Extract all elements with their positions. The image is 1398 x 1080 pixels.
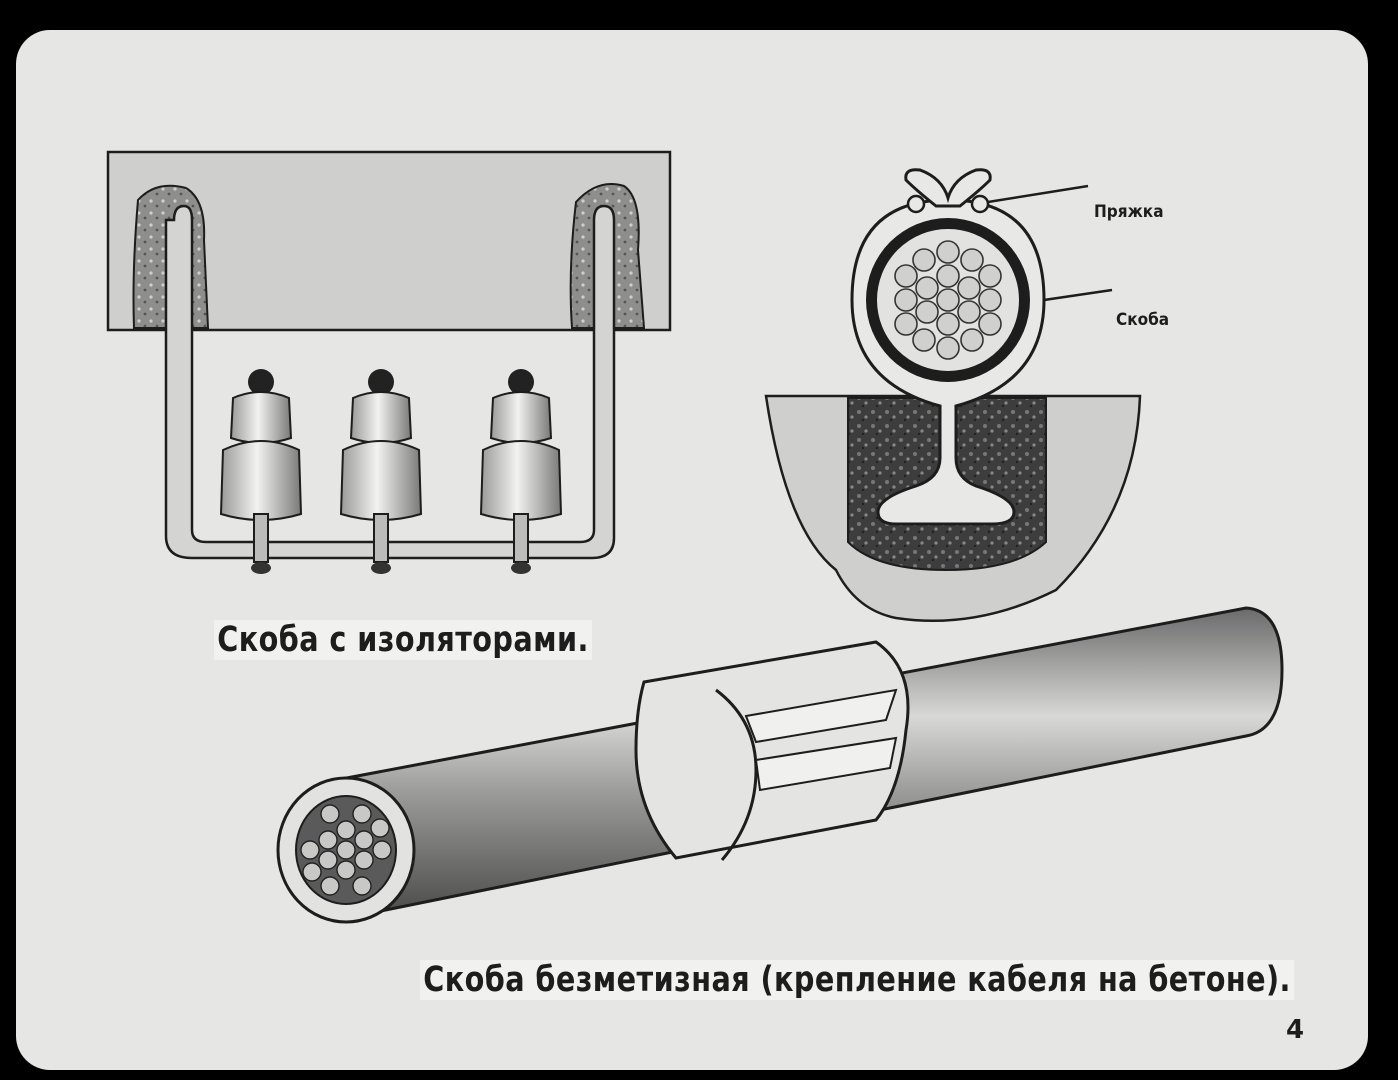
caption-nailless-bracket: Скоба безметизная (крепление кабеля на б… — [420, 960, 1295, 1001]
illustration-canvas — [106, 150, 1284, 924]
figure-cross-section — [764, 168, 1142, 623]
bracket-band — [634, 640, 910, 860]
callout-line-bracket — [1043, 288, 1113, 302]
insulator-1 — [219, 369, 303, 574]
cable-strands-section — [894, 240, 1002, 360]
caption-bracket-with-insulators: Скоба с изоляторами. — [214, 620, 593, 661]
cable-end-strands — [300, 804, 392, 896]
callout-bracket-label: Скоба — [1116, 310, 1170, 330]
callout-buckle-label: Пряжка — [1094, 202, 1164, 222]
buckle-shape — [904, 168, 992, 208]
insulator-3 — [479, 369, 563, 574]
slide-sheet: Скоба с изоляторами. Скоба безметизная (… — [16, 30, 1368, 1070]
figure-cable-nailless-bracket — [276, 606, 1284, 924]
callout-line-buckle — [987, 184, 1089, 204]
insulator-2 — [339, 369, 423, 574]
figure-bracket-with-insulators — [106, 150, 672, 574]
page-number: 4 — [1286, 1015, 1305, 1045]
u-bracket-rod — [164, 204, 616, 560]
